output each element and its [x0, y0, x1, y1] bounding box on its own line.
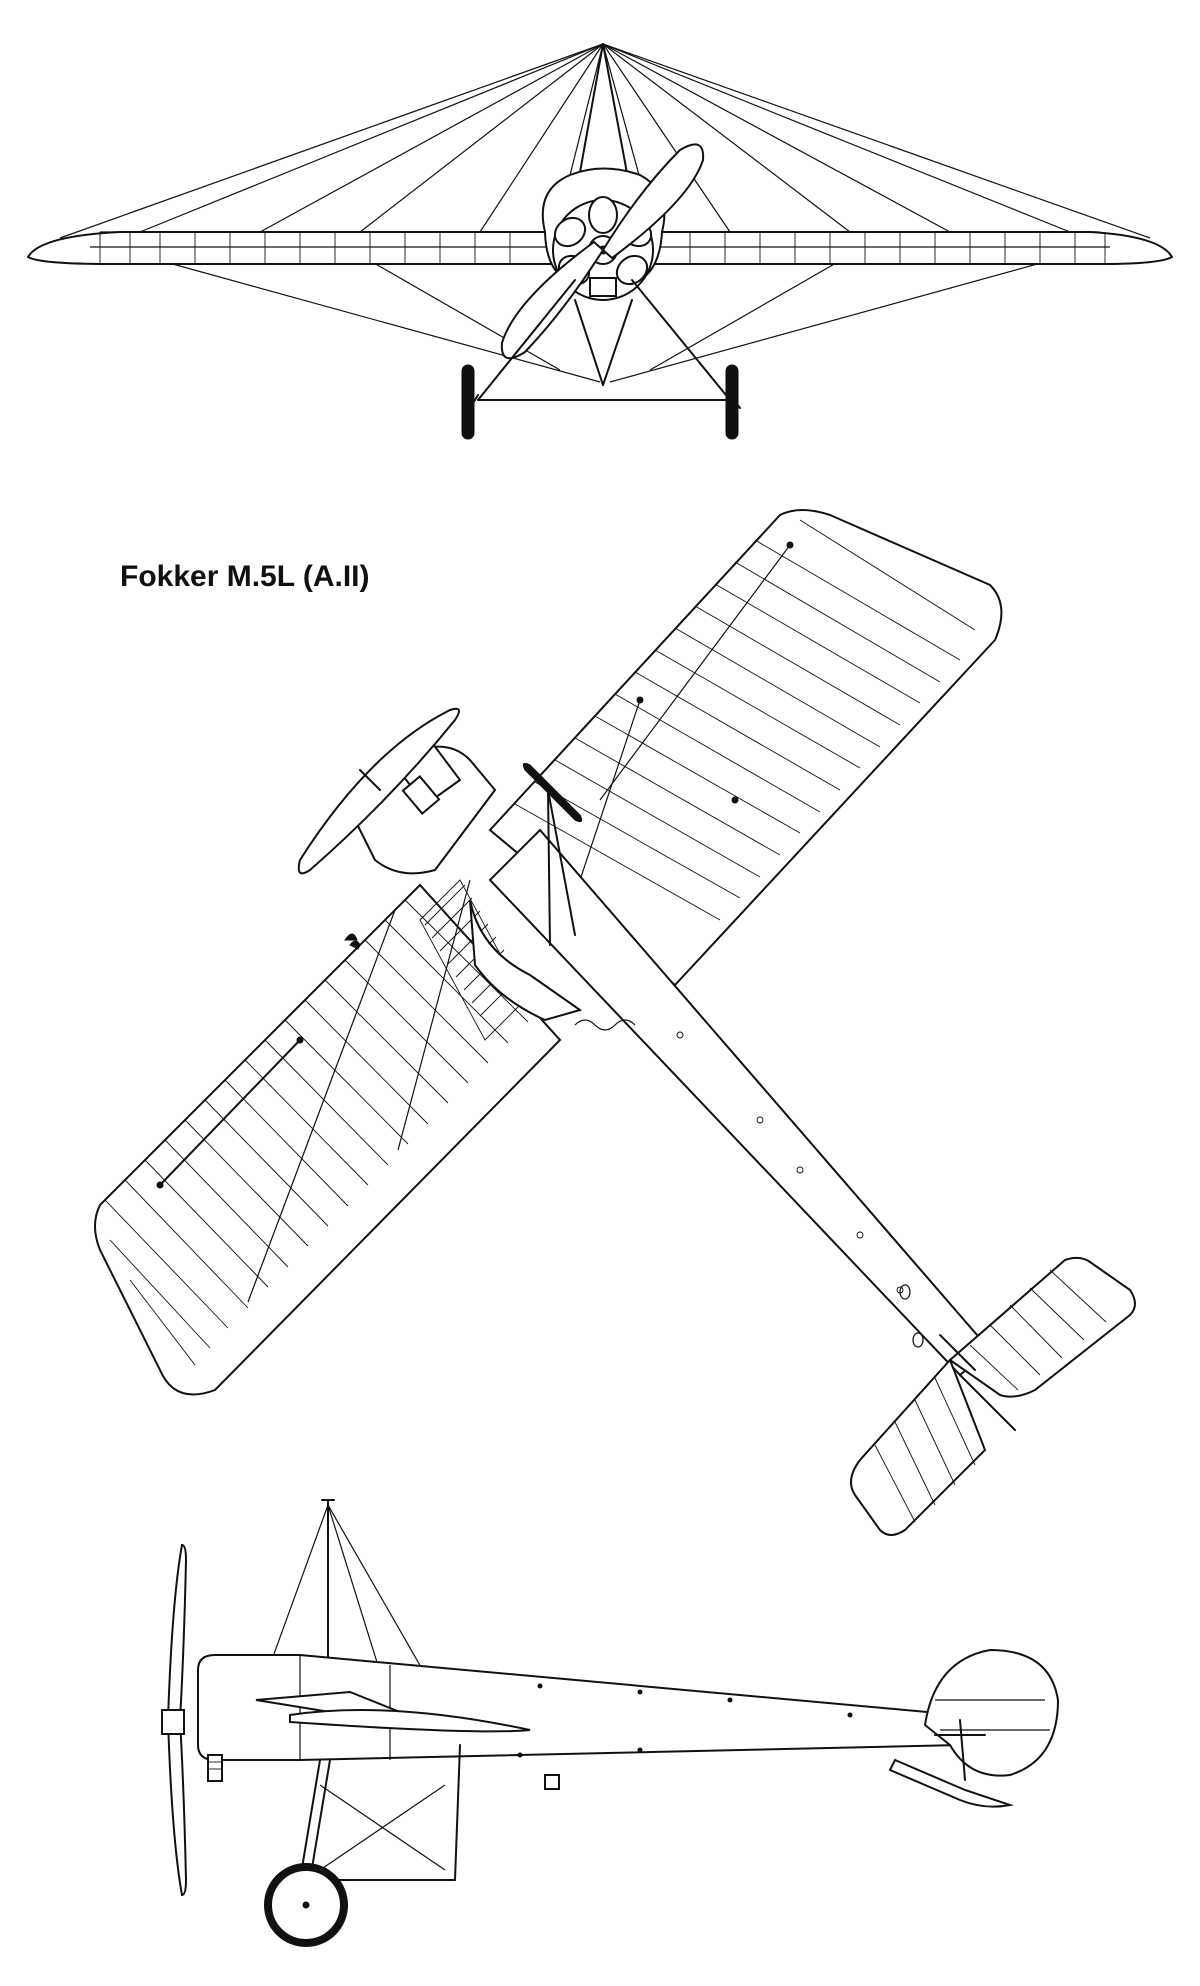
top-tailplane [850, 1256, 1136, 1536]
top-engine [297, 707, 583, 950]
side-fuselage [197, 1654, 961, 1790]
front-bracing-wires [59, 43, 1151, 383]
drawing-title: Fokker M.5L (A.II) [120, 560, 370, 593]
front-view [26, 43, 1174, 440]
top-view [94, 509, 1136, 1536]
side-propeller [161, 1543, 188, 1897]
side-view [161, 1499, 1060, 1947]
front-propeller [500, 143, 705, 360]
front-undercarriage [469, 279, 741, 409]
side-tail [888, 1648, 1060, 1808]
side-undercarriage [264, 1744, 461, 1947]
front-wheels [461, 364, 739, 440]
top-wing-right [488, 509, 1003, 987]
